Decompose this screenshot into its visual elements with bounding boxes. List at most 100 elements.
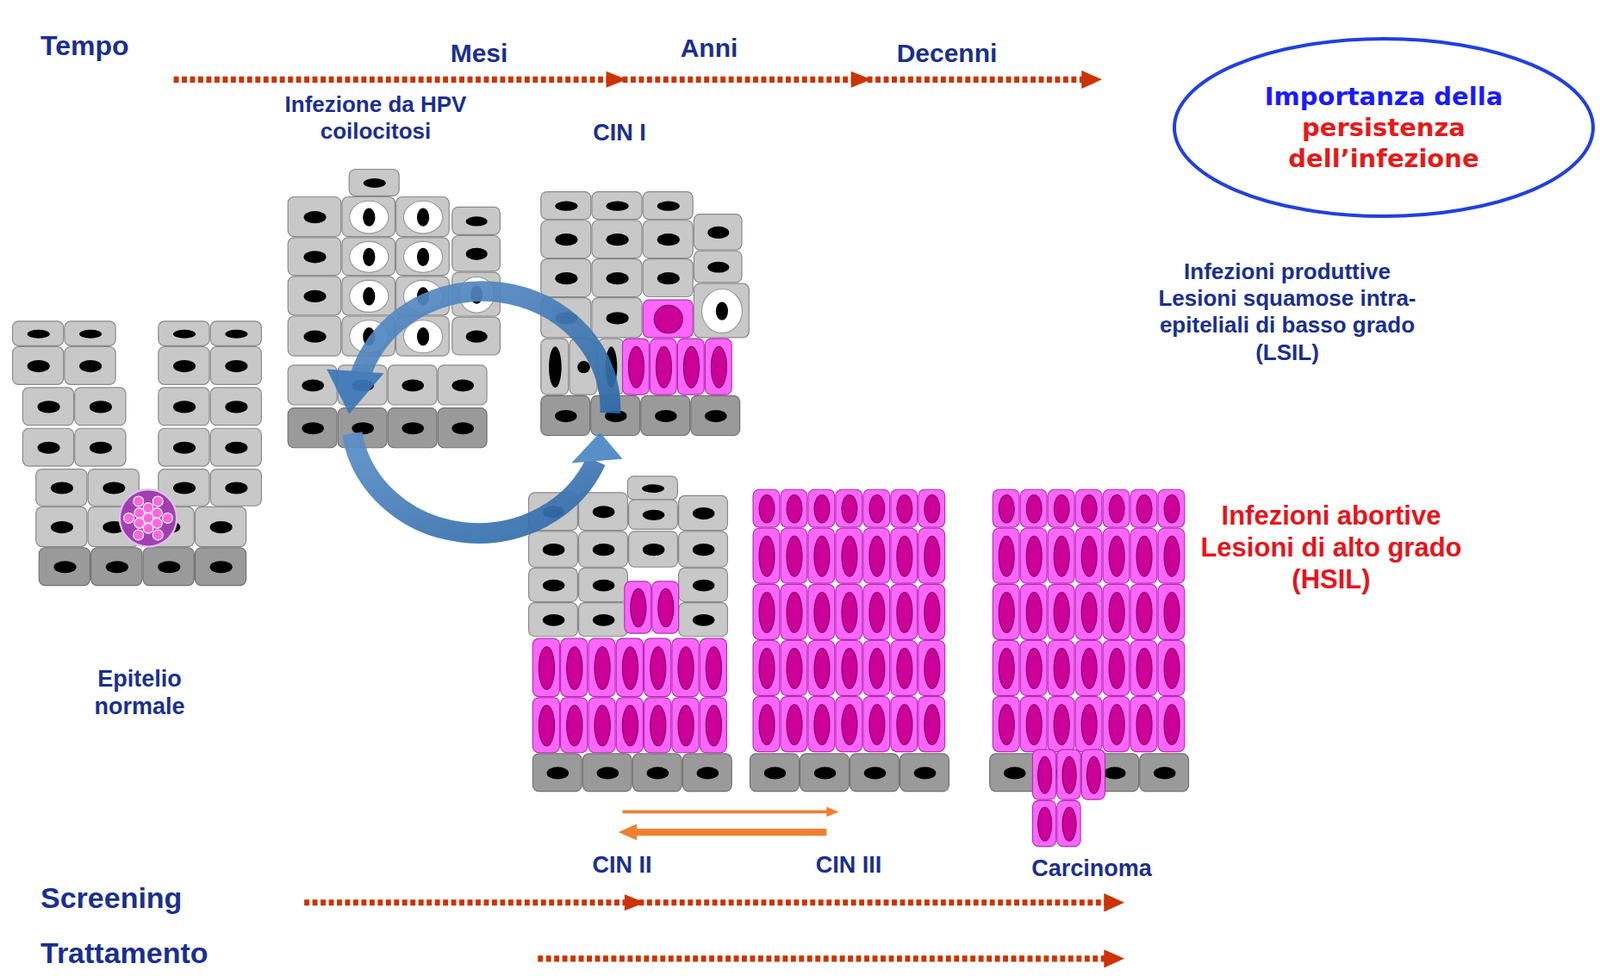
label: Carcinoma <box>1014 854 1170 883</box>
cell <box>560 697 588 754</box>
cell <box>591 192 642 220</box>
cell <box>622 338 650 395</box>
cell <box>194 506 246 547</box>
nucleus <box>814 591 830 633</box>
cell <box>835 489 863 528</box>
nucleus <box>650 705 667 747</box>
cell-body <box>863 584 891 640</box>
cell <box>591 220 642 259</box>
cell <box>1130 528 1158 584</box>
cell <box>143 547 194 586</box>
cell <box>749 753 799 792</box>
cell <box>287 408 337 449</box>
cell-body <box>918 697 946 753</box>
cell <box>342 196 396 237</box>
cell <box>644 697 672 754</box>
cell <box>780 489 808 528</box>
nucleus <box>224 329 248 339</box>
cell <box>588 638 616 697</box>
nucleus <box>924 648 941 690</box>
cell <box>616 697 643 754</box>
cell-body <box>1047 640 1075 696</box>
cell <box>194 547 246 586</box>
cell-body <box>1047 528 1075 584</box>
cell <box>582 753 632 792</box>
cell-body <box>1157 528 1185 584</box>
cell-body <box>890 697 918 753</box>
cell-body <box>672 638 699 697</box>
nucleus <box>351 422 374 435</box>
nucleus <box>1026 535 1042 577</box>
halo <box>349 241 389 273</box>
nucleus <box>594 705 611 747</box>
nucleus <box>224 400 248 413</box>
treatment-arrow <box>537 949 1125 968</box>
cell-body <box>1102 640 1130 696</box>
cell-body <box>396 196 450 237</box>
cell <box>780 697 808 753</box>
cell-body <box>753 640 780 696</box>
nucleus <box>79 329 102 339</box>
cell-body <box>699 638 727 697</box>
cell <box>704 338 732 395</box>
nucleus <box>27 329 50 339</box>
nucleus <box>692 614 716 627</box>
cell-body <box>1139 753 1190 792</box>
nucleus <box>79 360 102 373</box>
cell-body <box>210 469 262 507</box>
cell <box>1157 697 1185 753</box>
cell <box>992 489 1020 528</box>
nucleus <box>786 648 803 690</box>
cell-body <box>693 250 742 283</box>
cell-body <box>918 640 946 696</box>
cell <box>890 489 918 528</box>
nucleus <box>1026 648 1042 690</box>
cell <box>678 603 729 637</box>
nucleus <box>173 442 196 455</box>
cell-body <box>1102 528 1130 584</box>
nucleus <box>1108 591 1125 633</box>
epithelium-cells <box>12 169 1190 847</box>
cell <box>437 365 487 405</box>
cell-body <box>808 528 835 584</box>
nucleus <box>466 216 488 226</box>
cell <box>452 206 501 235</box>
cell <box>835 697 863 753</box>
cell <box>863 584 891 640</box>
cell-body <box>835 584 863 640</box>
nucleus <box>707 261 729 274</box>
cell-body <box>541 395 591 436</box>
cell <box>890 640 918 696</box>
nucleus <box>1026 591 1042 633</box>
nucleus <box>1108 648 1125 690</box>
cell <box>1020 528 1047 584</box>
cell-body <box>1102 697 1130 753</box>
nucleus <box>1136 535 1152 577</box>
nucleus <box>1053 535 1070 577</box>
nucleus <box>841 535 858 577</box>
cell-body <box>560 697 588 754</box>
cell <box>1157 584 1185 640</box>
cell <box>644 638 672 697</box>
label: Tempo <box>40 29 162 63</box>
cell <box>1047 640 1075 696</box>
nucleus <box>37 400 61 413</box>
nucleus <box>592 505 616 518</box>
cell <box>74 387 126 426</box>
cell-body <box>541 220 592 259</box>
nucleus <box>606 233 629 246</box>
nucleus <box>642 543 666 556</box>
cell-body <box>900 753 950 792</box>
cell <box>678 567 729 602</box>
cell <box>863 640 891 696</box>
cell <box>693 214 742 250</box>
cell <box>835 640 863 696</box>
callout-text: persistenza dell’infezione <box>1237 112 1531 175</box>
cell <box>808 489 835 528</box>
cell-body <box>36 506 88 547</box>
label: CIN II <box>570 851 674 879</box>
nucleus <box>896 704 913 746</box>
nucleus <box>655 346 672 388</box>
cell <box>1020 584 1047 640</box>
cell-body <box>835 640 863 696</box>
